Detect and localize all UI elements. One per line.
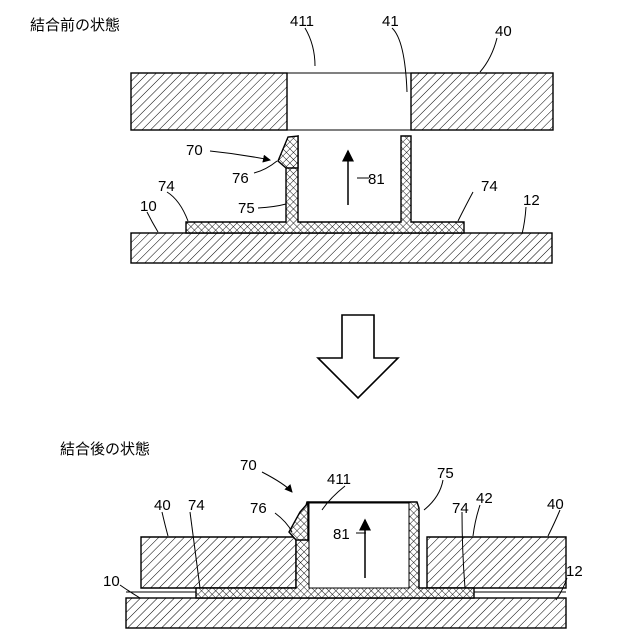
bevel-76-bottom <box>289 503 308 540</box>
label-76-bottom: 76 <box>250 500 267 517</box>
label-81-top: 81 <box>368 171 385 188</box>
label-75-bottom: 75 <box>437 465 454 482</box>
label-74b-top: 74 <box>481 178 498 195</box>
component-70-inner-bottom <box>309 503 409 588</box>
transition-arrow <box>318 315 398 398</box>
label-42-bottom: 42 <box>476 490 493 507</box>
label-40-top: 40 <box>495 23 512 40</box>
label-12-bottom: 12 <box>566 563 583 580</box>
component-70-top <box>186 136 464 233</box>
label-40a-bottom: 40 <box>154 497 171 514</box>
label-10-bottom: 10 <box>103 573 120 590</box>
label-41-top: 41 <box>382 13 399 30</box>
upper-plate-40-top <box>131 73 553 130</box>
title-after: 結合後の状態 <box>60 440 150 458</box>
bevel-76-top <box>278 136 298 168</box>
label-12-top: 12 <box>523 192 540 209</box>
base-10-top <box>131 233 552 263</box>
label-411-top: 411 <box>290 13 314 30</box>
label-70-bottom: 70 <box>240 457 257 474</box>
base-10-bottom <box>126 598 566 628</box>
label-74b-bottom: 74 <box>452 500 469 517</box>
label-81-bottom: 81 <box>333 526 350 543</box>
title-before: 結合前の状態 <box>30 16 120 34</box>
label-70-top: 70 <box>186 142 203 159</box>
label-74a-top: 74 <box>158 178 175 195</box>
leader-lines-top <box>147 28 526 234</box>
label-10-top: 10 <box>140 198 157 215</box>
label-76-top: 76 <box>232 170 249 187</box>
label-75-top: 75 <box>238 200 255 217</box>
label-411-bottom: 411 <box>327 471 351 488</box>
label-40b-bottom: 40 <box>547 496 564 513</box>
label-74a-bottom: 74 <box>188 497 205 514</box>
